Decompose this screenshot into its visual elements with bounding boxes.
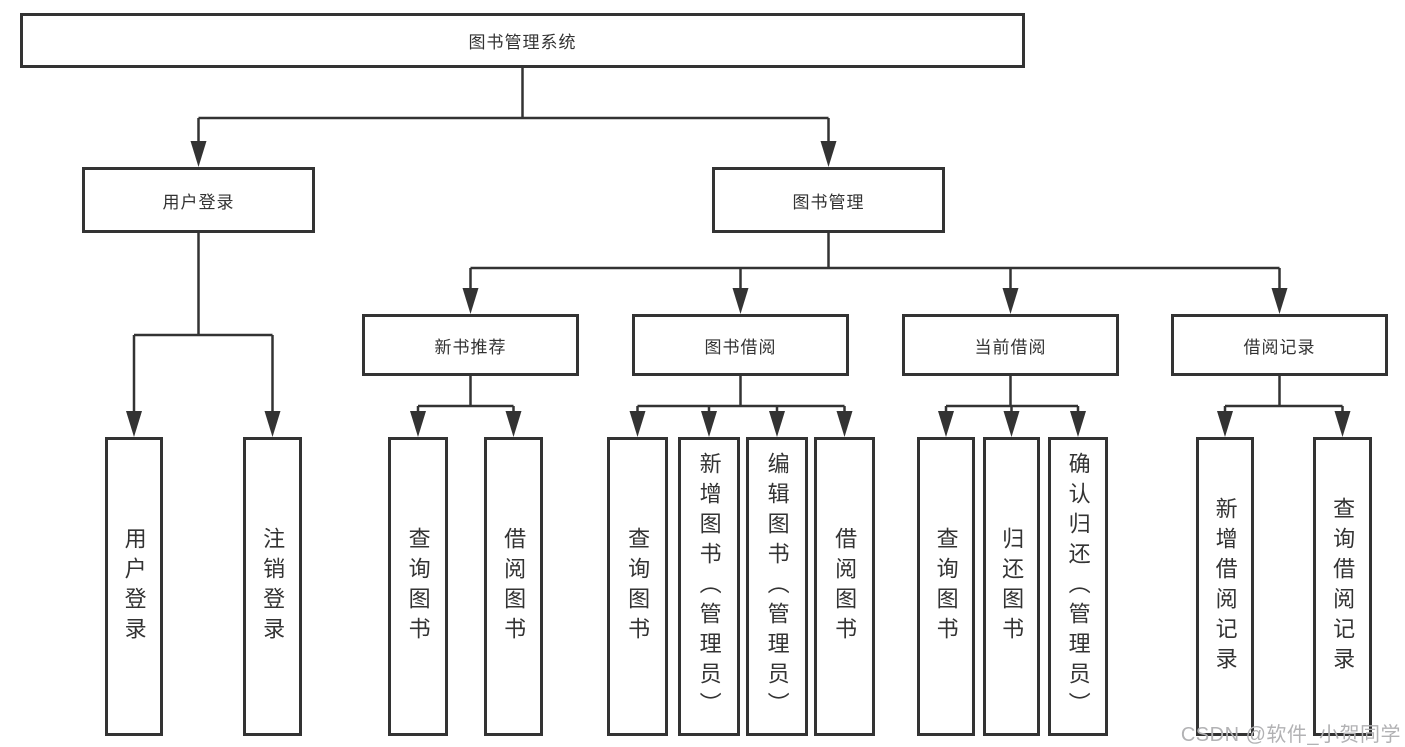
arrow-down-icon [190, 141, 207, 167]
node-confirm-return-admin-label: 确认归还（管理员） [1065, 451, 1091, 722]
node-query-borrow-record: 查询借阅记录 [1313, 437, 1372, 736]
connector-user-login-children [126, 233, 281, 437]
node-query-books-3-label: 查询图书 [933, 526, 959, 647]
node-new-book-recommend-label: 新书推荐 [434, 337, 507, 357]
node-edit-books-admin-label: 编辑图书（管理员） [764, 451, 790, 722]
arrow-down-icon [410, 411, 426, 437]
arrow-down-icon [629, 411, 646, 437]
node-book-borrow: 图书借阅 [632, 314, 849, 376]
arrow-down-icon [732, 288, 749, 314]
csdn-watermark: CSDN @软件_小贺同学 [1180, 724, 1401, 746]
node-borrow-books-2: 借阅图书 [814, 437, 875, 736]
node-borrow-record: 借阅记录 [1171, 314, 1388, 376]
node-add-borrow-record: 新增借阅记录 [1196, 437, 1254, 736]
node-logout: 注销登录 [243, 437, 302, 736]
node-user-login-leaf: 用户登录 [105, 437, 163, 736]
node-return-books: 归还图书 [983, 437, 1040, 736]
arrow-down-icon [505, 411, 522, 437]
arrow-down-icon [836, 411, 853, 437]
arrow-down-icon [1003, 411, 1020, 437]
node-book-management: 图书管理 [712, 167, 945, 233]
arrow-down-icon [264, 411, 281, 437]
arrow-down-icon [1334, 411, 1351, 437]
connector-current-borrow-children [938, 376, 1086, 437]
arrow-down-icon [1002, 288, 1019, 314]
arrow-down-icon [1070, 411, 1086, 437]
node-query-books-3: 查询图书 [917, 437, 975, 736]
node-edit-books-admin: 编辑图书（管理员） [746, 437, 808, 736]
node-root-label: 图书管理系统 [468, 33, 577, 52]
node-add-books-admin: 新增图书（管理员） [678, 437, 740, 736]
node-user-login-label: 用户登录 [162, 192, 235, 212]
node-query-books-2: 查询图书 [607, 437, 668, 736]
node-root-library-system: 图书管理系统 [20, 13, 1025, 68]
connector-borrow-record-children [1217, 376, 1351, 437]
node-query-books-1-label: 查询图书 [405, 526, 431, 647]
node-query-borrow-record-label: 查询借阅记录 [1330, 496, 1356, 677]
connector-book-management-children [462, 233, 1288, 314]
node-logout-label: 注销登录 [260, 526, 286, 647]
arrow-down-icon [126, 411, 142, 437]
node-return-books-label: 归还图书 [999, 526, 1025, 647]
node-add-borrow-record-label: 新增借阅记录 [1212, 496, 1238, 677]
node-borrow-books-2-label: 借阅图书 [832, 526, 858, 647]
node-query-books-2-label: 查询图书 [625, 526, 651, 647]
arrow-down-icon [462, 288, 479, 314]
arrow-down-icon [1217, 411, 1233, 437]
node-borrow-books-1-label: 借阅图书 [501, 526, 527, 647]
node-user-login: 用户登录 [82, 167, 315, 233]
node-borrow-record-label: 借阅记录 [1243, 337, 1316, 357]
arrow-down-icon [769, 411, 785, 437]
node-book-borrow-label: 图书借阅 [704, 337, 777, 357]
connector-book-borrow-children [629, 376, 853, 437]
arrow-down-icon [938, 411, 954, 437]
node-query-books-1: 查询图书 [388, 437, 448, 736]
node-borrow-books-1: 借阅图书 [484, 437, 543, 736]
arrow-down-icon [820, 141, 837, 167]
node-new-book-recommend: 新书推荐 [362, 314, 579, 376]
node-book-management-label: 图书管理 [792, 192, 865, 212]
node-current-borrow: 当前借阅 [902, 314, 1119, 376]
node-confirm-return-admin: 确认归还（管理员） [1048, 437, 1108, 736]
node-user-login-leaf-label: 用户登录 [121, 526, 147, 647]
node-current-borrow-label: 当前借阅 [974, 337, 1047, 357]
connector-new-book-children [410, 376, 522, 437]
node-add-books-admin-label: 新增图书（管理员） [696, 451, 722, 722]
connector-root-to-level2 [190, 68, 837, 167]
arrow-down-icon [701, 411, 717, 437]
arrow-down-icon [1271, 288, 1288, 314]
